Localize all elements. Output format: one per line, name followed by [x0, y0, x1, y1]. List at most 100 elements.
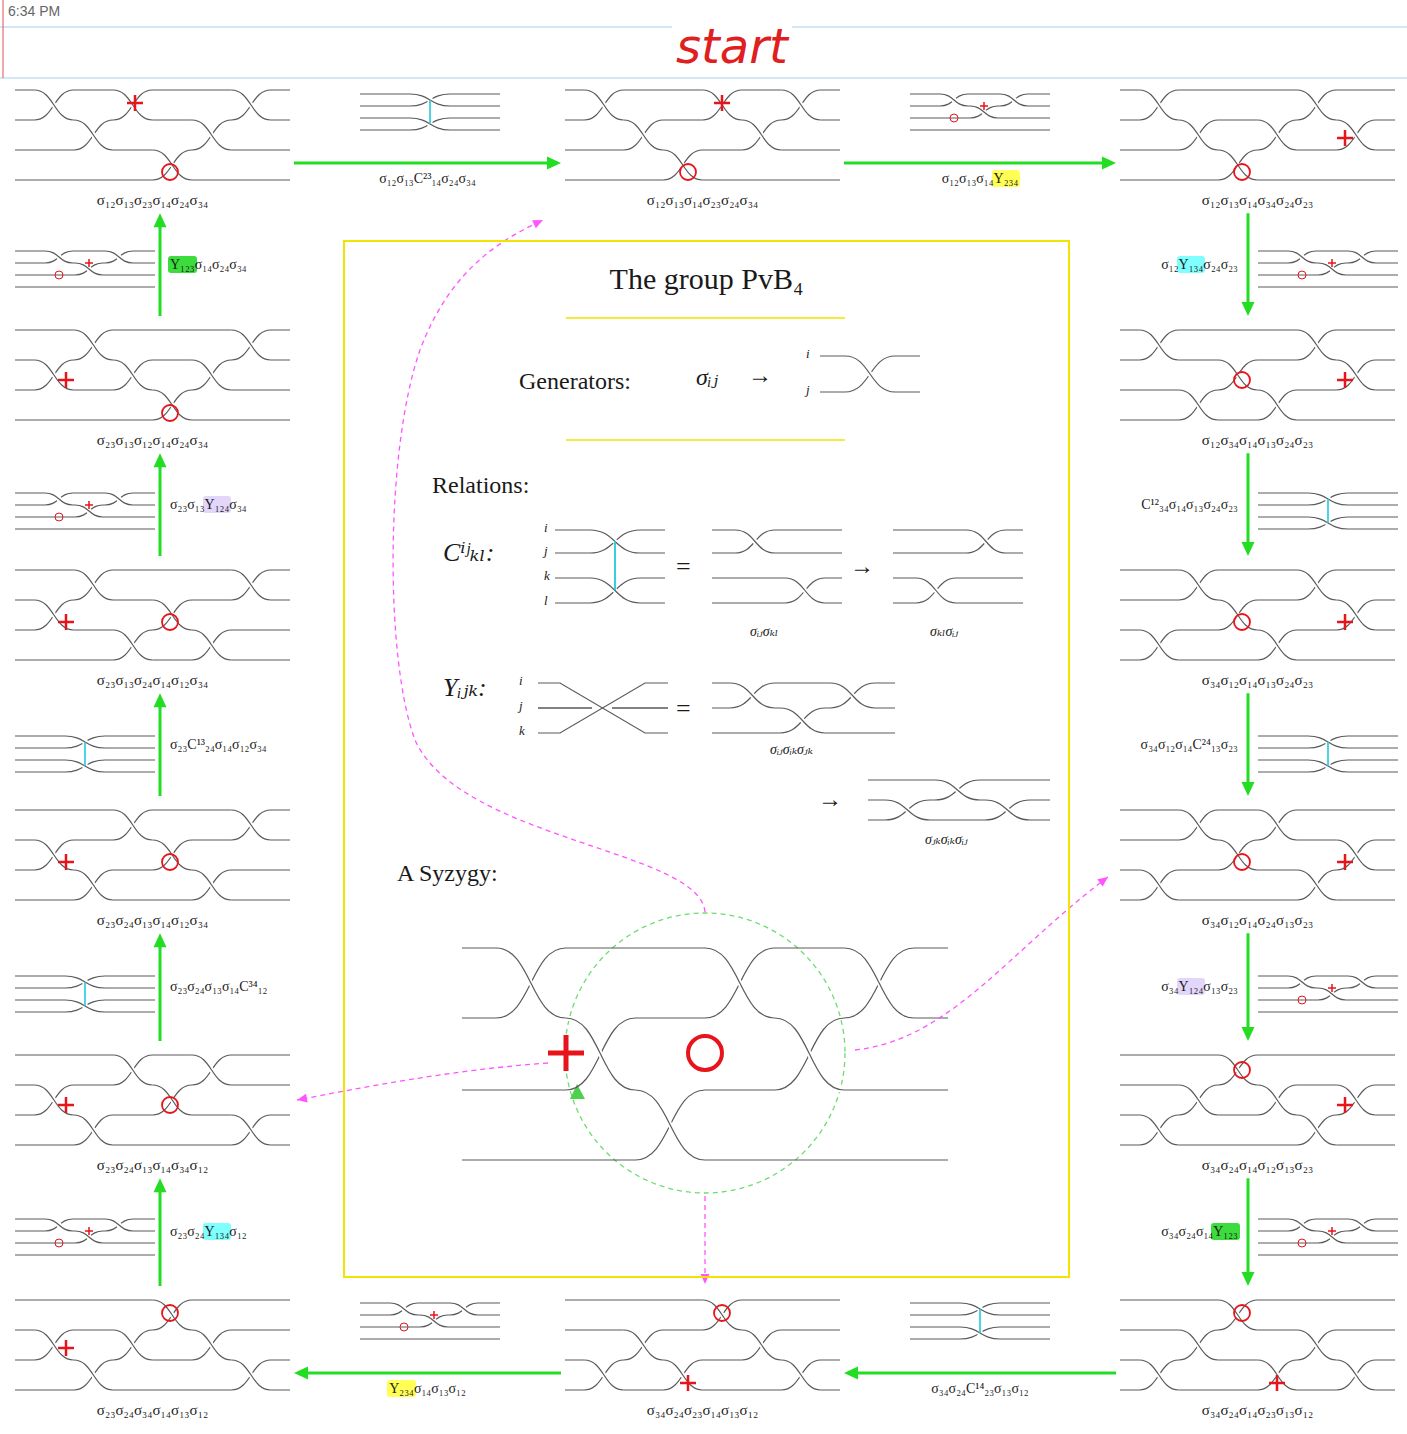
braid-strand: [555, 578, 665, 603]
margin-rule: [3, 0, 4, 78]
strand-gap: [1297, 1330, 1336, 1360]
braid-strand: [1258, 251, 1398, 275]
braid-strand: [565, 90, 840, 150]
circle-marker: [1298, 1239, 1306, 1247]
arrow-shaft: [159, 944, 162, 1041]
braid-strand: [868, 780, 1050, 820]
arrowhead: [1242, 542, 1255, 556]
strand-gap: [663, 1360, 702, 1390]
braid-strand: [1179, 570, 1218, 600]
strand-gap: [830, 683, 875, 708]
edge-label-holder: σ₃₄σ₂₄C¹⁴₂₃σ₁₃σ₁₂: [931, 1381, 1028, 1397]
strand-gap: [663, 150, 702, 180]
braid-strand: [703, 1300, 742, 1330]
braid-strand: [153, 840, 192, 870]
braid-strand: [45, 493, 73, 505]
strand-gap: [1179, 1085, 1218, 1115]
plus-marker: [1269, 1375, 1285, 1391]
braid-strand: [565, 1330, 840, 1390]
strand-gap: [192, 1055, 231, 1085]
strand-gap: [1336, 1085, 1375, 1115]
braid-strand: [45, 251, 73, 263]
commutation-bar: [429, 100, 431, 124]
braid-word: σ₂₃σ₂₄σ₁₃σ₁₄σ₃₄σ₁₂: [15, 1157, 290, 1174]
braid-strand: [885, 800, 930, 820]
braid-strand: [1120, 90, 1395, 180]
braid-strand: [1258, 810, 1297, 840]
relation-arrow: [294, 157, 561, 170]
braid-strand: [1348, 976, 1376, 988]
strand-gap: [74, 1115, 113, 1145]
relation-word: σ₃₄σ₂₄C¹⁴₂₃σ₁₃σ₁₂: [931, 1381, 1028, 1397]
braid-strand: [1348, 251, 1376, 263]
plus-marker: [58, 1097, 74, 1113]
relation-arrow: [844, 157, 1116, 170]
strand-gap: [780, 708, 825, 733]
braid-strand: [1336, 840, 1375, 870]
braid-word: σ₂₃σ₁₃σ₂₄σ₁₄σ₁₂σ₃₄: [15, 672, 290, 689]
braid-strand: [705, 948, 775, 1018]
braid-strand: [1258, 1219, 1398, 1243]
strand-gap: [1139, 630, 1178, 660]
braid-strand: [15, 810, 290, 900]
strand-gap: [113, 90, 152, 120]
edge-label-holder: Y₁₂₃σ₁₄σ₂₄σ₃₄: [170, 257, 247, 273]
plus-marker: [85, 1227, 93, 1235]
box-title: The group PvB₄: [345, 262, 1068, 297]
math-label: l: [544, 594, 548, 609]
braid-node: σ₂₃σ₁₃σ₂₄σ₁₄σ₁₂σ₃₄: [15, 560, 290, 689]
braid-strand: [1258, 1254, 1398, 1255]
relation-arrow: [154, 933, 167, 1041]
braid-strand: [910, 94, 1050, 118]
braid-strand: [1258, 120, 1297, 150]
strand-gap: [1297, 1115, 1336, 1145]
arrowhead: [844, 1367, 858, 1380]
braid-node: σ₂₃σ₂₄σ₁₃σ₁₄σ₁₂σ₃₄: [15, 800, 290, 929]
label-holder: l: [544, 594, 548, 609]
strand-gap: [1258, 1360, 1297, 1390]
braid-strand: [565, 1300, 840, 1390]
braid-strand: [712, 578, 842, 603]
braid-strand: [1258, 1360, 1297, 1390]
braid-word: σ₃₄σ₂₄σ₂₃σ₁₄σ₁₃σ₁₂: [565, 1402, 840, 1419]
relation-word: σ₃₄σ₂₄σ₁₄Y₁₂₃: [1161, 1224, 1238, 1240]
braid-drawings: [15, 90, 1398, 1391]
braid-strand: [15, 1055, 290, 1145]
braid-strand: [15, 570, 290, 660]
braid-strand: [1218, 1300, 1257, 1330]
strand-gap: [735, 530, 775, 553]
strand-gap: [1179, 570, 1218, 600]
strand-gap: [885, 800, 930, 820]
strand-gap: [785, 578, 825, 603]
strand-gap: [113, 1330, 152, 1360]
braid-strand: [15, 1300, 290, 1390]
heading-holder: The group PvB₄: [345, 262, 1068, 297]
section-heading: Relations:: [432, 472, 529, 500]
braid-strand: [1218, 600, 1257, 630]
braid-strand: [105, 493, 133, 505]
edge-label-holder: Y₂₃₄σ₁₄σ₁₃σ₁₂: [389, 1381, 466, 1397]
title-rule: [566, 317, 845, 319]
strand-gap: [624, 120, 663, 150]
braid-strand: [1179, 1330, 1218, 1360]
braid-strand: [1120, 570, 1395, 660]
relation-word: Y₂₃₄σ₁₄σ₁₃σ₁₂: [389, 1381, 466, 1397]
relation-arrow: [1242, 453, 1255, 556]
circle-marker: [55, 1239, 63, 1247]
strand-gap: [742, 120, 781, 150]
braid-strand: [910, 129, 1050, 130]
braid-strand: [1348, 1219, 1376, 1231]
circle-marker: [162, 164, 178, 180]
plus-marker: [430, 1311, 438, 1319]
commutation-bar: [1327, 742, 1329, 766]
braid-strand: [74, 870, 113, 900]
arrow-shaft: [1247, 213, 1250, 305]
braid-strand: [15, 330, 290, 420]
braid-strand: [1218, 150, 1257, 180]
braid-strand: [15, 1055, 290, 1115]
braid-strand: [496, 948, 566, 1018]
strand-gap: [113, 360, 152, 390]
relation-word: σ₃₄Y₁₂₄σ₁₃σ₂₃: [1161, 979, 1238, 995]
commutation-bar: [84, 982, 86, 1006]
